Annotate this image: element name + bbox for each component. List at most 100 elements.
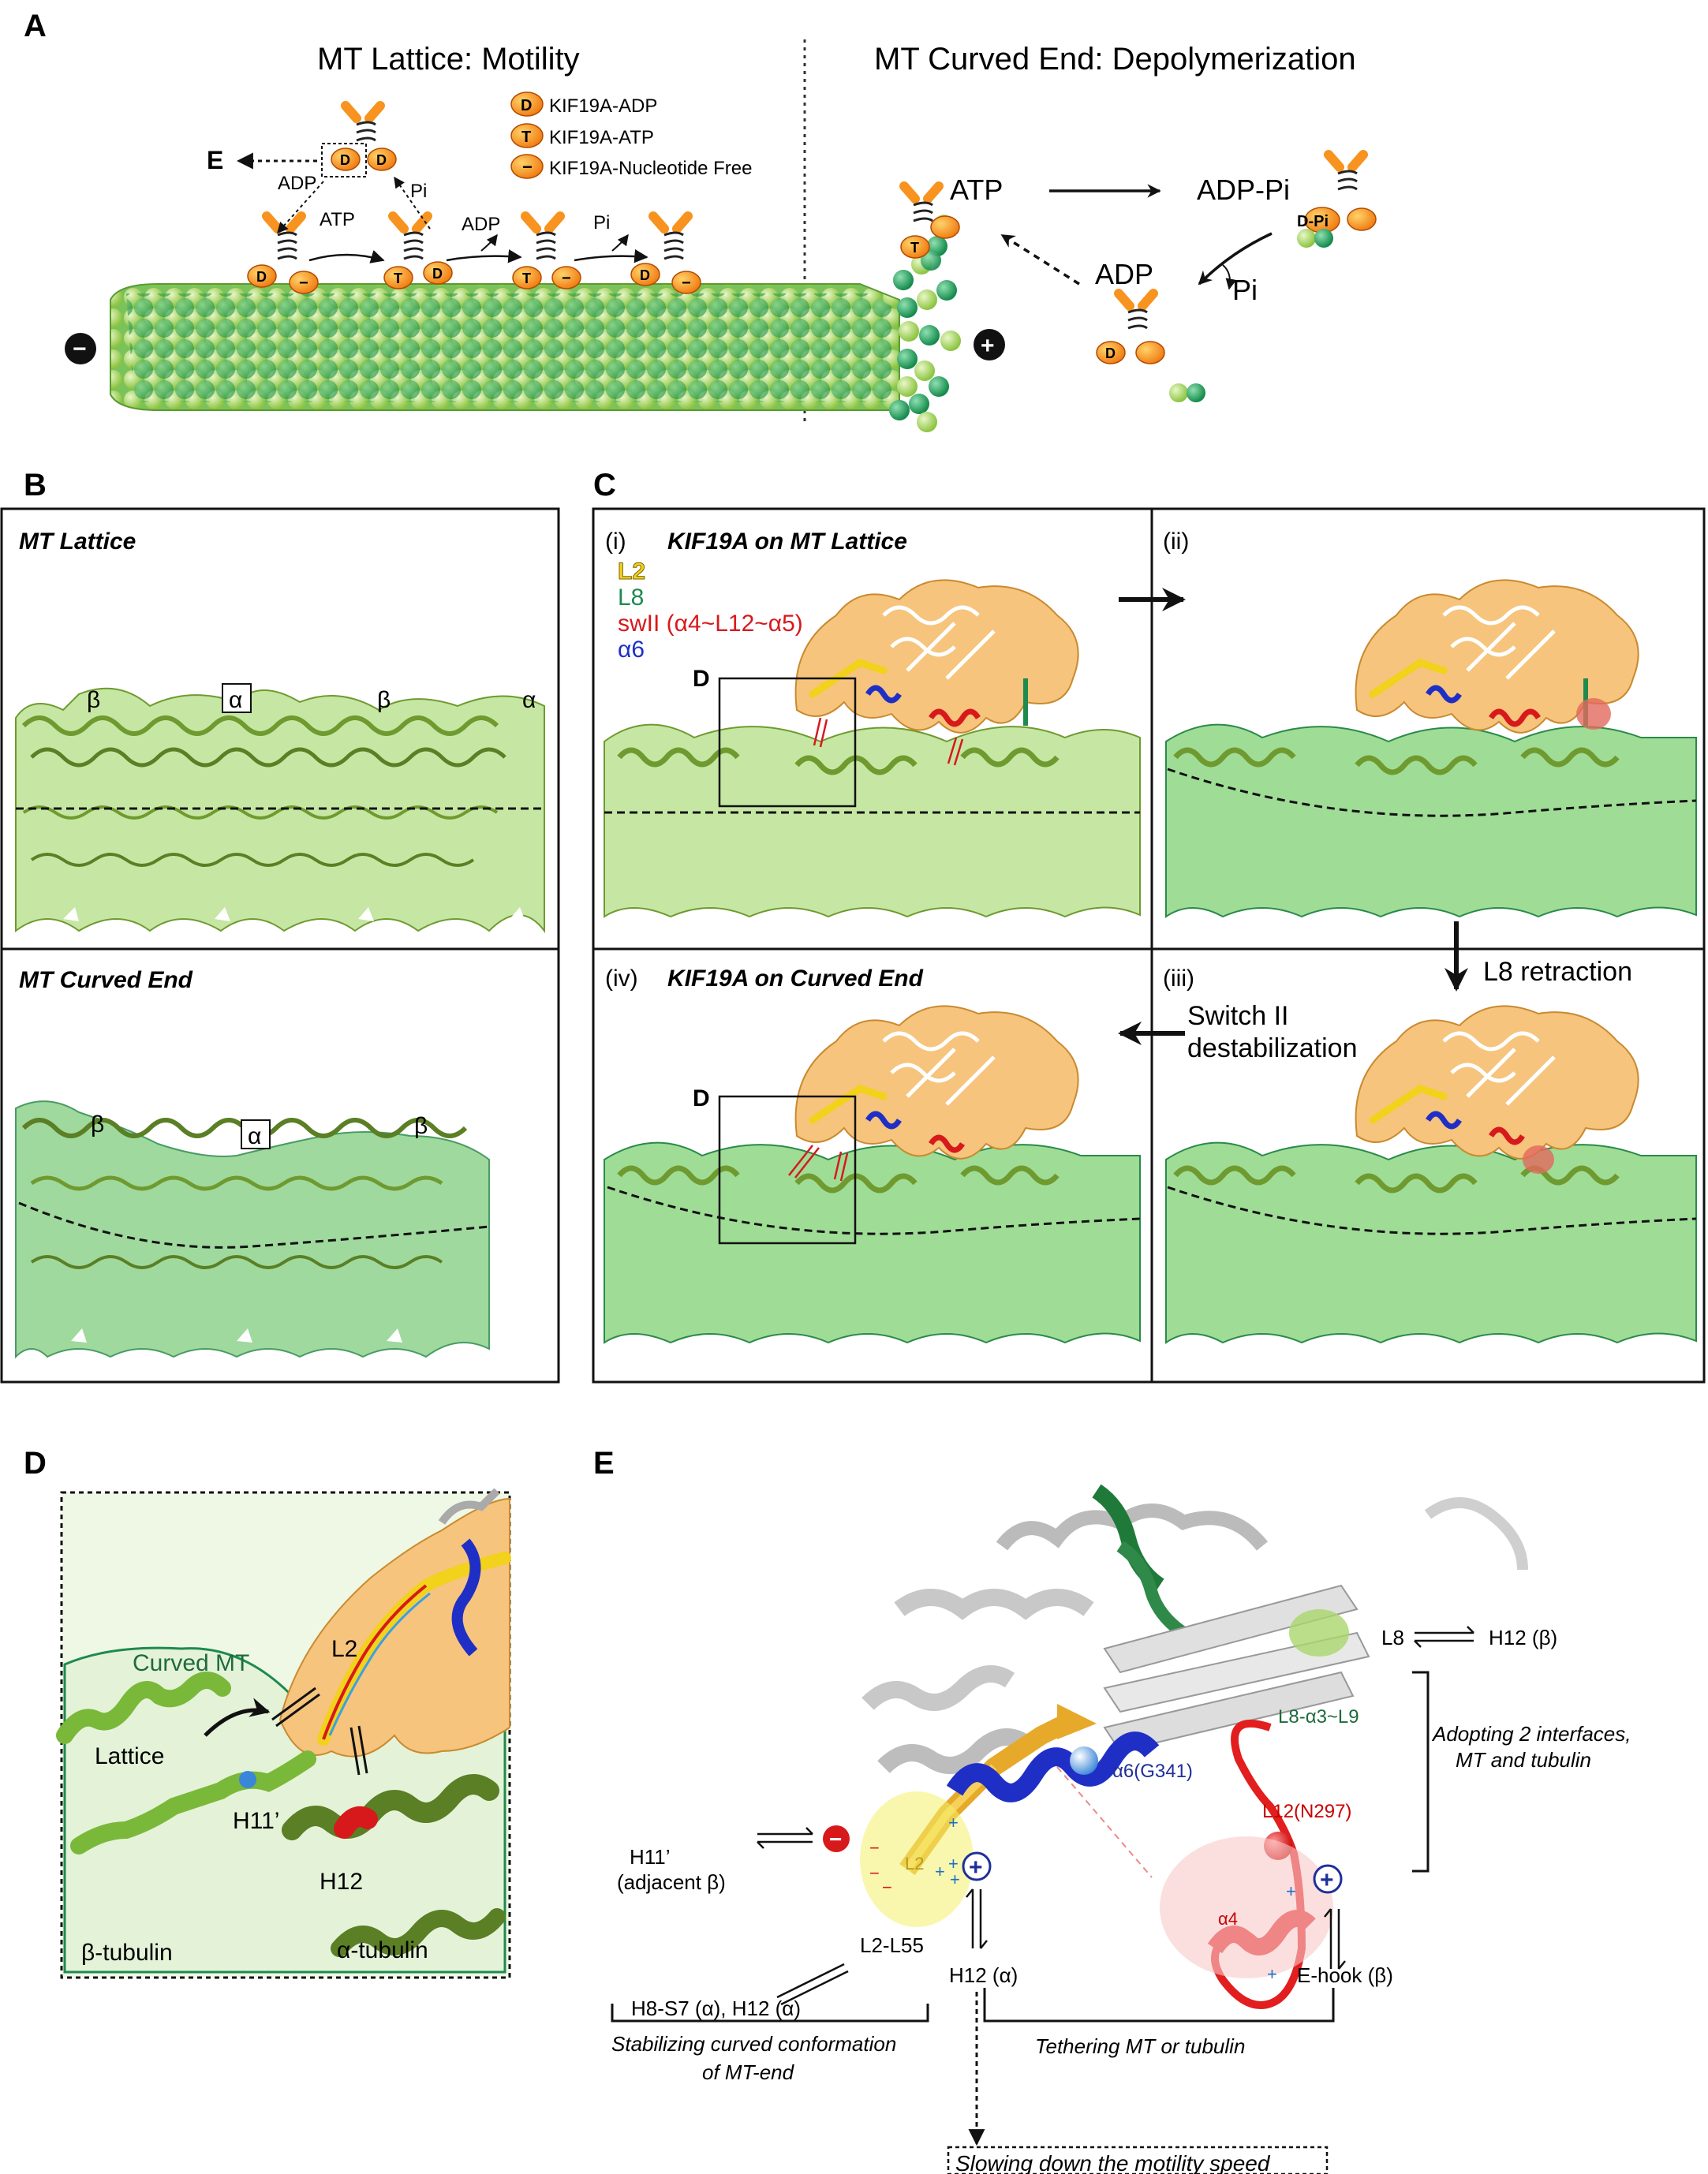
subpanel-iv-label: (iv) bbox=[605, 966, 638, 992]
subpanel-i: (i) KIF19A on MT Lattice L2 L8 swII (α4~… bbox=[604, 529, 1141, 918]
positive-charge-marker-a4: + bbox=[1313, 1864, 1343, 1894]
negative-charge-symbol: − bbox=[829, 1827, 842, 1851]
cycle-adp: ADP bbox=[1095, 258, 1153, 290]
panel-e-h11-2: (adjacent β) bbox=[617, 1870, 726, 1894]
l2l55-equilibrium-arrow bbox=[776, 1963, 849, 2006]
panel-e-h12-beta: H12 (β) bbox=[1489, 1626, 1557, 1649]
kinesin-motor-4: D − bbox=[630, 211, 701, 294]
charge-plus-6: + bbox=[1267, 1964, 1277, 1984]
panel-e-a6-g341: α6(G341) bbox=[1112, 1761, 1193, 1782]
released-badge-d2: D bbox=[376, 152, 387, 168]
panel-d-curved-mt: Curved MT bbox=[133, 1650, 249, 1676]
kinesin-motor-3: T − bbox=[512, 211, 581, 289]
stabilizing-bracket bbox=[611, 2004, 929, 2023]
legend-swii: swII (α4~L12~α5) bbox=[618, 611, 803, 637]
motor-3-badge-t: T bbox=[522, 271, 531, 286]
kif19a-structure: + + + + + + − − − bbox=[860, 1484, 1528, 2009]
charge-minus-2: − bbox=[869, 1863, 880, 1883]
top-label-beta-2: β bbox=[377, 687, 391, 713]
motor-1-badge-nf: − bbox=[299, 275, 308, 292]
cycle-atp: ATP bbox=[950, 174, 1003, 206]
slowing-box bbox=[947, 2146, 1329, 2174]
microtubule-lattice bbox=[110, 215, 961, 432]
free-tubulin-2 bbox=[1187, 383, 1205, 402]
switch-ii-label-2: destabilization bbox=[1187, 1033, 1357, 1063]
panel-c: C (i) KIF19A on MT Lattice L2 L8 swII (α… bbox=[592, 468, 1706, 1384]
positive-charge-symbol-l2: + bbox=[969, 1855, 983, 1881]
positive-charge-symbol-a4: + bbox=[1320, 1867, 1334, 1893]
subpanel-ii-label: (ii) bbox=[1163, 529, 1189, 555]
panel-e-l12-n297: L12(N297) bbox=[1262, 1801, 1351, 1822]
legend-symbol-adp: D bbox=[521, 97, 532, 114]
panel-d: D Curved MT L2 Lattice H11’ H12 β-tubuli… bbox=[24, 1446, 511, 1979]
panel-d-alpha-tubulin: α-tubulin bbox=[337, 1937, 428, 1963]
subpanel-i-d-label: D bbox=[693, 666, 710, 692]
motor-2-badge-d: D bbox=[432, 266, 443, 282]
panel-e-a4: α4 bbox=[1218, 1909, 1238, 1929]
panel-a-left-title: MT Lattice: Motility bbox=[317, 42, 580, 77]
panel-a-label: A bbox=[24, 9, 47, 43]
positive-charge-marker-l2: + bbox=[962, 1851, 992, 1881]
free-tubulin-1 bbox=[1169, 383, 1188, 402]
minus-end-marker: − bbox=[65, 333, 96, 364]
l8-retraction-label: L8 retraction bbox=[1483, 957, 1632, 987]
panel-a-legend: D KIF19A-ADP T KIF19A-ATP − KIF19A-Nucle… bbox=[510, 92, 752, 179]
subpanel-iii-label: (iii) bbox=[1163, 966, 1194, 992]
panel-b-label: B bbox=[24, 468, 47, 502]
cycle-arrow-2 bbox=[1198, 232, 1273, 286]
panel-b-bottom-title: MT Curved End bbox=[19, 967, 193, 993]
panel-e-adopting-1: Adopting 2 interfaces, bbox=[1431, 1722, 1631, 1746]
legend-label-adp: KIF19A-ADP bbox=[549, 95, 657, 117]
panel-e-h8: H8-S7 (α), H12 (α) bbox=[631, 1997, 801, 2020]
panel-c-label: C bbox=[593, 468, 616, 502]
cycle-dpi-badge: D-Pi bbox=[1297, 213, 1329, 230]
charge-minus-3: − bbox=[882, 1877, 892, 1897]
panel-e-l8-a3-l9: L8-α3~L9 bbox=[1278, 1706, 1359, 1728]
negative-charge-marker: − bbox=[823, 1825, 850, 1852]
charge-plus-5: + bbox=[1286, 1881, 1296, 1901]
kinesin-motor-released: D D bbox=[321, 101, 397, 177]
kinesin-motor-2: T D bbox=[383, 211, 453, 289]
top-label-beta-1: β bbox=[87, 687, 100, 713]
subpanel-iv-title: KIF19A on Curved End bbox=[667, 966, 924, 992]
panel-e-label: E bbox=[593, 1446, 615, 1481]
panel-e-l2-l55: L2-L55 bbox=[860, 1933, 924, 1957]
cycle-adp-badge: D bbox=[1105, 346, 1116, 361]
panel-d-label: D bbox=[24, 1446, 47, 1481]
panel-a-atp: ATP bbox=[320, 209, 355, 230]
panel-d-h11: H11’ bbox=[233, 1808, 279, 1834]
cycle-adppi: ADP-Pi bbox=[1197, 174, 1290, 206]
subpanel-i-title: KIF19A on MT Lattice bbox=[667, 529, 907, 555]
l2-interface-zone bbox=[860, 1791, 974, 1927]
panel-e-ehook: E-hook (β) bbox=[1297, 1963, 1393, 1987]
panel-a-e-label: E bbox=[207, 146, 223, 174]
cycle-pi: Pi bbox=[1232, 274, 1258, 306]
adopting-bracket bbox=[1412, 1671, 1430, 1873]
legend-item-atp: T KIF19A-ATP bbox=[510, 123, 654, 148]
panel-e-h12-alpha: H12 (α) bbox=[949, 1963, 1018, 1987]
motor-4-badge-d: D bbox=[640, 267, 650, 283]
panel-b-top-title: MT Lattice bbox=[19, 529, 136, 555]
panel-e-l8: L8 bbox=[1381, 1626, 1404, 1649]
legend-item-nf: − KIF19A-Nucleotide Free bbox=[510, 154, 752, 179]
motor-1-badge-d: D bbox=[256, 269, 267, 285]
panel-e-tethering: Tethering MT or tubulin bbox=[1035, 2034, 1245, 2058]
end-motor-atp: T bbox=[899, 181, 960, 259]
panel-b: B MT Lattice MT Curved End β α β α bbox=[0, 468, 560, 1384]
subpanel-iii: (iii) bbox=[1163, 966, 1697, 1344]
adp-release-arrow bbox=[277, 181, 324, 234]
subpanel-iv-d-box bbox=[718, 1095, 857, 1245]
legend-label-atp: KIF19A-ATP bbox=[549, 127, 654, 148]
panel-a: A MT Lattice: Motility MT Curved End: De… bbox=[24, 9, 1377, 432]
bottom-label-alpha: α bbox=[248, 1123, 261, 1149]
panel-d-beta-tubulin: β-tubulin bbox=[81, 1940, 173, 1966]
subpanel-i-d-box bbox=[718, 677, 857, 808]
bottom-label-beta-1: β bbox=[91, 1111, 104, 1137]
l8-equilibrium-arrow bbox=[1414, 1626, 1474, 1648]
legend-a6: α6 bbox=[618, 637, 645, 663]
bottom-label-alpha-box bbox=[241, 1119, 271, 1149]
legend-l8: L8 bbox=[618, 585, 644, 611]
tethering-bracket bbox=[983, 1988, 1335, 2023]
h12-alpha-equilibrium-arrow bbox=[966, 1888, 988, 1949]
charge-minus-1: − bbox=[869, 1838, 880, 1858]
